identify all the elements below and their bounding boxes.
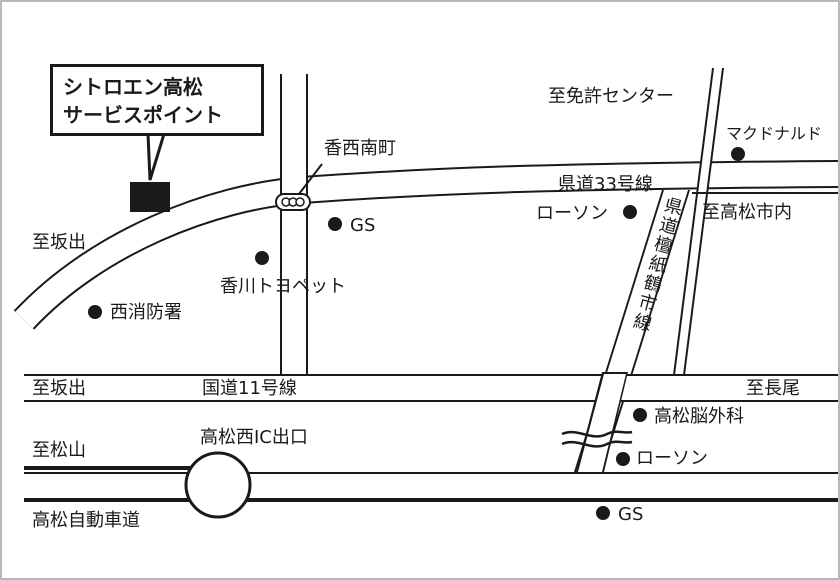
callout-pointer	[146, 132, 167, 181]
label-to-menkyo-center: 至免許センター	[548, 86, 674, 107]
callout-line-2: サービスポイント	[63, 103, 223, 127]
lawson-north-dot-icon	[623, 205, 637, 219]
ic-circle	[184, 451, 252, 519]
road-to-matsuyama	[24, 466, 196, 470]
label-to-sakaide-upper: 至坂出	[32, 232, 86, 253]
label-kounan-machi: 香西南町	[324, 138, 396, 159]
label-mcdonalds: マクドナルド	[726, 124, 823, 143]
label-kagawa-toyopet: 香川トヨペット	[220, 276, 346, 297]
label-takamatsu-nishi-ic-exit: 高松西IC出口	[200, 427, 308, 448]
label-lawson-south: ローソン	[636, 448, 708, 469]
label-to-sakaide-lower: 至坂出	[32, 378, 86, 399]
label-gs-north: GS	[350, 215, 376, 236]
destination-marker	[130, 182, 170, 212]
gs-south-dot-icon	[596, 506, 610, 520]
kagawa-toyopet-dot-icon	[255, 251, 269, 265]
expressway	[24, 498, 838, 502]
gs-north-dot-icon	[328, 217, 342, 231]
mcdonalds-dot-icon	[731, 147, 745, 161]
label-gs-south: GS	[618, 504, 644, 525]
label-to-nagao: 至長尾	[746, 378, 800, 399]
lawson-south-dot-icon	[616, 452, 630, 466]
label-takamatsu-neurosurgery: 高松脳外科	[654, 406, 744, 427]
label-lawson-north: ローソン	[536, 203, 608, 224]
label-to-takamatsu-city: 至高松市内	[702, 202, 792, 223]
wavy-crossing	[561, 430, 633, 438]
label-nishi-fire-station: 西消防署	[110, 302, 182, 323]
neurosurgery-dot-icon	[633, 408, 647, 422]
callout-line-1: シトロエン高松	[63, 75, 203, 99]
label-to-matsuyama: 至松山	[32, 440, 86, 461]
label-prefectural-road-33: 県道33号線	[558, 174, 653, 195]
label-national-road-11: 国道11号線	[202, 378, 297, 399]
fire-station-dot-icon	[88, 305, 102, 319]
destination-callout: シトロエン高松 サービスポイント	[50, 64, 264, 136]
label-expressway: 高松自動車道	[32, 510, 140, 531]
